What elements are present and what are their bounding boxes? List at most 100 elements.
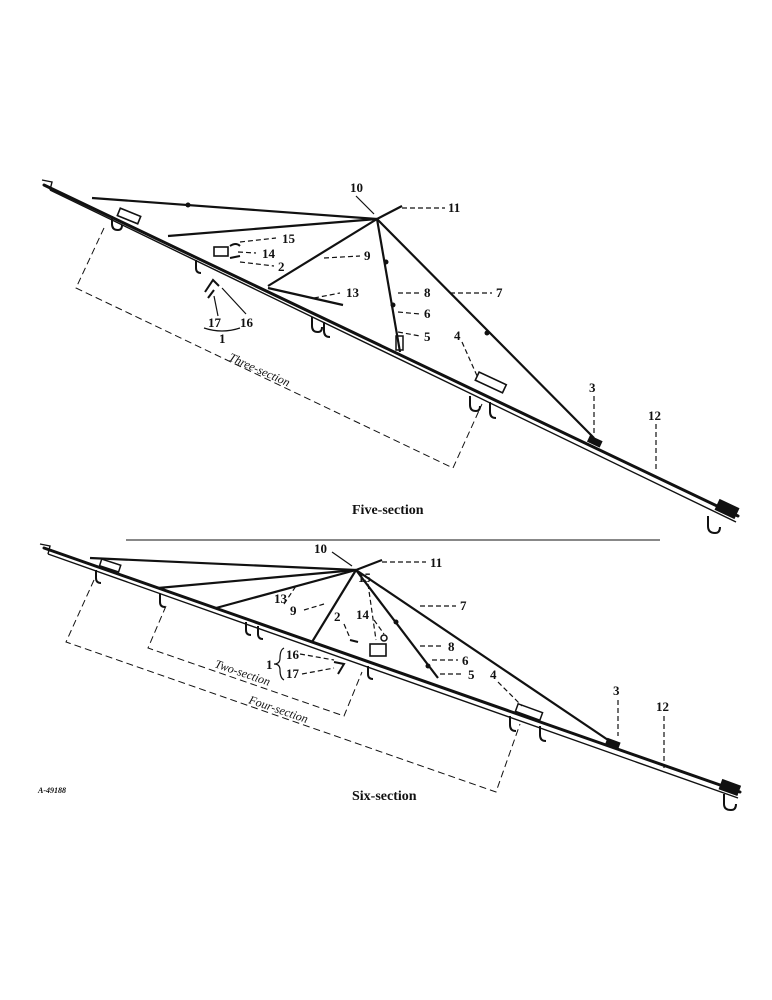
top-hook [195, 260, 202, 274]
bottom-drawbar-lower-edge [47, 553, 739, 799]
top-part-15 [229, 243, 241, 247]
leader-13 [283, 585, 297, 605]
callout-17: 17 [208, 315, 222, 330]
callout-4: 4 [490, 667, 497, 682]
callout-13: 13 [346, 285, 360, 300]
figure-code: A-49188 [37, 786, 66, 795]
bottom-cable-second [157, 568, 357, 590]
leader-15 [367, 583, 377, 641]
top-part-17 [207, 289, 215, 299]
callout-1: 1 [219, 331, 226, 346]
callout-10: 10 [314, 541, 327, 556]
top-hook [111, 216, 123, 232]
bottom-cable-anchor-3 [605, 737, 621, 750]
callout-11: 11 [430, 555, 442, 570]
leader-10 [331, 551, 353, 567]
top-cable-clamp [383, 259, 389, 265]
top-part-2 [229, 255, 241, 259]
leader-1-brace [203, 327, 241, 332]
leader-16 [221, 287, 247, 315]
bottom-cable-front [89, 556, 357, 572]
bottom-hook [539, 726, 547, 742]
top-cable-9 [267, 218, 378, 287]
top-cable-clamp [390, 302, 396, 308]
leader-9 [303, 603, 325, 611]
bottom-cable-13 [215, 568, 357, 610]
bottom-cable-clamp [393, 619, 399, 625]
bottom-bracket-label-inner: Two-section [213, 657, 272, 689]
bottom-cable-9 [311, 569, 357, 643]
callout-2: 2 [278, 259, 285, 274]
callout-14: 14 [356, 607, 370, 622]
callout-8: 8 [424, 285, 431, 300]
callout-7: 7 [460, 598, 467, 613]
leader-14 [373, 619, 385, 635]
bottom-bracket-label-outer: Four-section [246, 692, 310, 726]
top-hitch-clevis [714, 498, 740, 520]
bottom-bracket-two-section [147, 605, 363, 717]
bottom-hitch-bracket [98, 558, 122, 573]
top-part-14 [213, 246, 229, 257]
leader-13 [313, 292, 341, 299]
bottom-hitch-bracket-4 [514, 702, 544, 722]
bottom-drawbar-end [39, 543, 51, 555]
callout-3: 3 [589, 380, 596, 395]
bottom-part-15 [380, 634, 388, 642]
callout-17: 17 [286, 666, 300, 681]
bottom-cable-clamp [425, 663, 431, 669]
leader-15 [239, 237, 277, 243]
bottom-cable-stub [355, 558, 383, 572]
callout-6: 6 [462, 653, 469, 668]
leader-14 [237, 251, 257, 254]
bottom-hook [245, 622, 252, 636]
callout-1: 1 [266, 657, 273, 672]
top-hitch-bracket [116, 207, 142, 225]
top-hook [469, 396, 481, 413]
bottom-part-17 [333, 661, 346, 675]
callout-5: 5 [424, 329, 431, 344]
top-cable-8 [375, 218, 402, 353]
bottom-part-2 [349, 639, 359, 643]
bottom-caption: Six-section [352, 789, 417, 804]
top-part-16 [204, 278, 220, 293]
bottom-hook [159, 594, 166, 608]
bottom-hook [509, 716, 517, 732]
callout-15: 15 [282, 231, 296, 246]
leader-2 [343, 623, 351, 639]
leader-9 [323, 255, 361, 259]
callout-16: 16 [286, 647, 300, 662]
top-cable-second [167, 217, 378, 238]
top-drawbar-end [41, 179, 53, 191]
top-bracket-three-section [75, 227, 483, 469]
bottom-assembly: Two-section Four-section 10 11 15 13 14 … [39, 541, 742, 812]
leader-5 [397, 331, 421, 337]
callout-12: 12 [656, 699, 669, 714]
top-drawbar [42, 183, 740, 518]
callout-10: 10 [350, 180, 363, 195]
bottom-hook [95, 570, 102, 584]
top-hitch-bracket-4 [474, 370, 508, 394]
top-cable-clamp [484, 330, 490, 336]
top-turnbuckle [395, 335, 404, 351]
callout-6: 6 [424, 306, 431, 321]
leader-17 [213, 295, 219, 317]
top-cable-7 [376, 218, 595, 439]
callout-16: 16 [240, 315, 254, 330]
callout-14: 14 [262, 246, 276, 261]
callout-13: 13 [274, 591, 288, 606]
callout-4: 4 [454, 328, 461, 343]
leader-4 [461, 341, 479, 379]
callout-11: 11 [448, 200, 460, 215]
bottom-hitch-clevis [718, 778, 742, 797]
bottom-hook [257, 626, 264, 640]
callout-15: 15 [358, 570, 372, 585]
top-caption: Five-section [352, 503, 424, 518]
leader-6 [397, 311, 421, 315]
top-cable-anchor-3 [586, 435, 603, 448]
top-hook [323, 322, 331, 338]
top-rod-13 [267, 286, 344, 307]
top-assembly: Three-section 10 11 15 14 2 9 13 8 7 6 5… [41, 179, 740, 535]
top-hook [311, 317, 323, 334]
